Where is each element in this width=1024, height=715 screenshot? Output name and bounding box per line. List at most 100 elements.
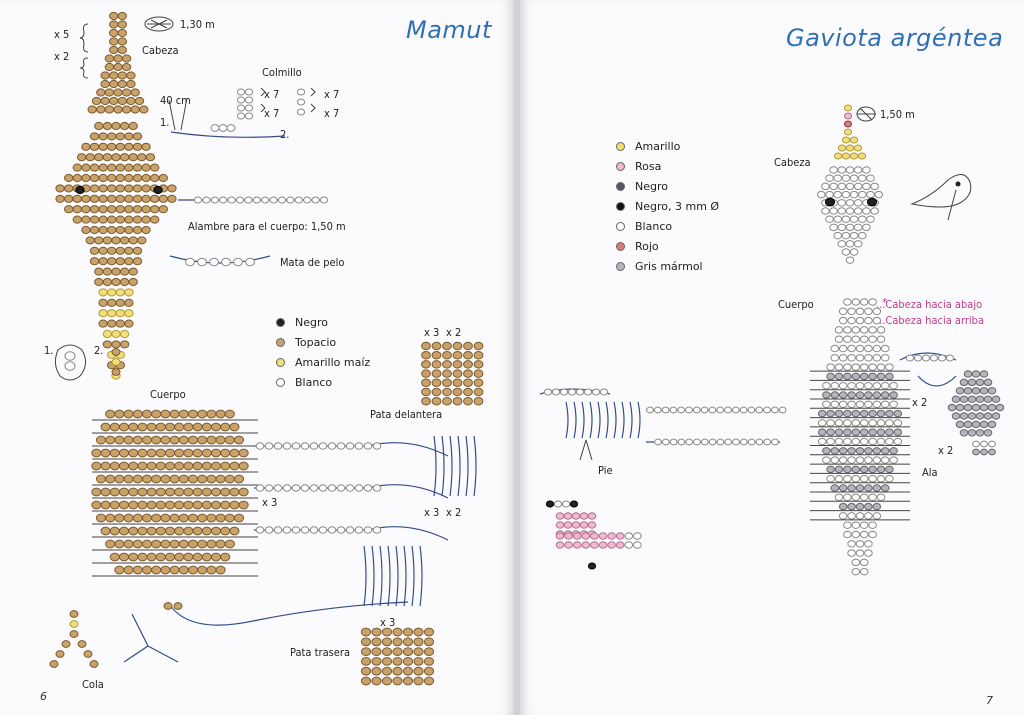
bead [421,369,431,378]
bead [109,11,119,21]
bead [128,153,138,162]
bead [967,429,977,437]
gull-feet-grid [545,500,642,570]
bead [72,194,82,203]
legend-label: Amarillo maíz [295,355,371,369]
bead [187,474,199,484]
bead [716,406,725,414]
bead [311,196,320,204]
bead [215,474,226,484]
bead [402,676,414,686]
bead [132,215,143,224]
bead [141,513,153,523]
bead [868,298,877,306]
bead [876,493,886,502]
bead [115,163,126,172]
bead [178,474,189,484]
bead [849,215,859,223]
bead [551,388,561,396]
bead [833,215,843,223]
bead [72,205,82,214]
bead [633,532,642,540]
bead [838,447,848,455]
bead [872,447,882,455]
bead [117,37,127,46]
bead [855,549,865,557]
bead [838,456,848,464]
bead [581,532,591,540]
bead [115,225,126,235]
legend-item: Rosa [616,156,719,176]
bead [979,420,989,429]
bead [109,448,120,458]
bead [244,88,254,96]
bead [107,225,117,235]
bead [169,409,180,419]
bead [834,428,844,436]
bead [392,647,403,657]
bead [822,391,831,399]
legend-item: Gris mármol [616,256,719,276]
bead [109,71,119,80]
bead [141,184,151,193]
bead [89,257,100,266]
bead [137,526,148,536]
bead [119,277,130,287]
bead [855,344,865,353]
bead [857,152,867,160]
label-x3-bottom: x 3 [380,616,396,629]
bead [851,530,861,539]
bead [646,406,654,414]
bead [975,412,985,420]
bead [107,132,117,141]
bead [115,257,126,266]
bead [130,88,140,97]
bead [972,440,980,448]
bead [837,207,847,215]
bead [864,354,873,362]
bead [124,194,134,203]
bead [963,370,973,378]
bead [473,378,484,388]
bead [739,406,748,414]
bead [124,298,134,307]
bead [845,199,855,207]
bead [151,565,162,575]
bead [841,215,851,223]
bead [209,257,219,267]
bead [201,448,212,458]
bead [830,391,840,399]
bead [951,395,961,403]
bead [91,461,102,471]
bead [423,656,435,666]
bead [296,88,306,96]
bead [123,474,134,484]
bead [872,354,882,362]
bead [224,409,235,419]
bead [360,647,372,657]
bead [155,552,166,562]
bead [255,526,265,534]
bead [859,409,869,418]
legend-swatch-icon [616,201,625,211]
bead [107,309,117,318]
bead [991,395,1001,403]
bead [94,236,104,245]
bead [868,372,877,381]
bead [855,316,865,325]
bead [859,521,869,529]
bead [215,539,226,549]
bead [847,391,856,399]
bead [868,521,877,529]
bead [855,512,865,520]
legend-item: Blanco [276,372,370,392]
bead [847,316,856,325]
bead [599,388,609,396]
bead [843,428,852,436]
bead [121,88,132,97]
bead [360,676,372,686]
bead [849,231,859,240]
leg-grid-bottom [360,627,435,686]
bead [463,396,473,406]
bead [141,435,153,445]
